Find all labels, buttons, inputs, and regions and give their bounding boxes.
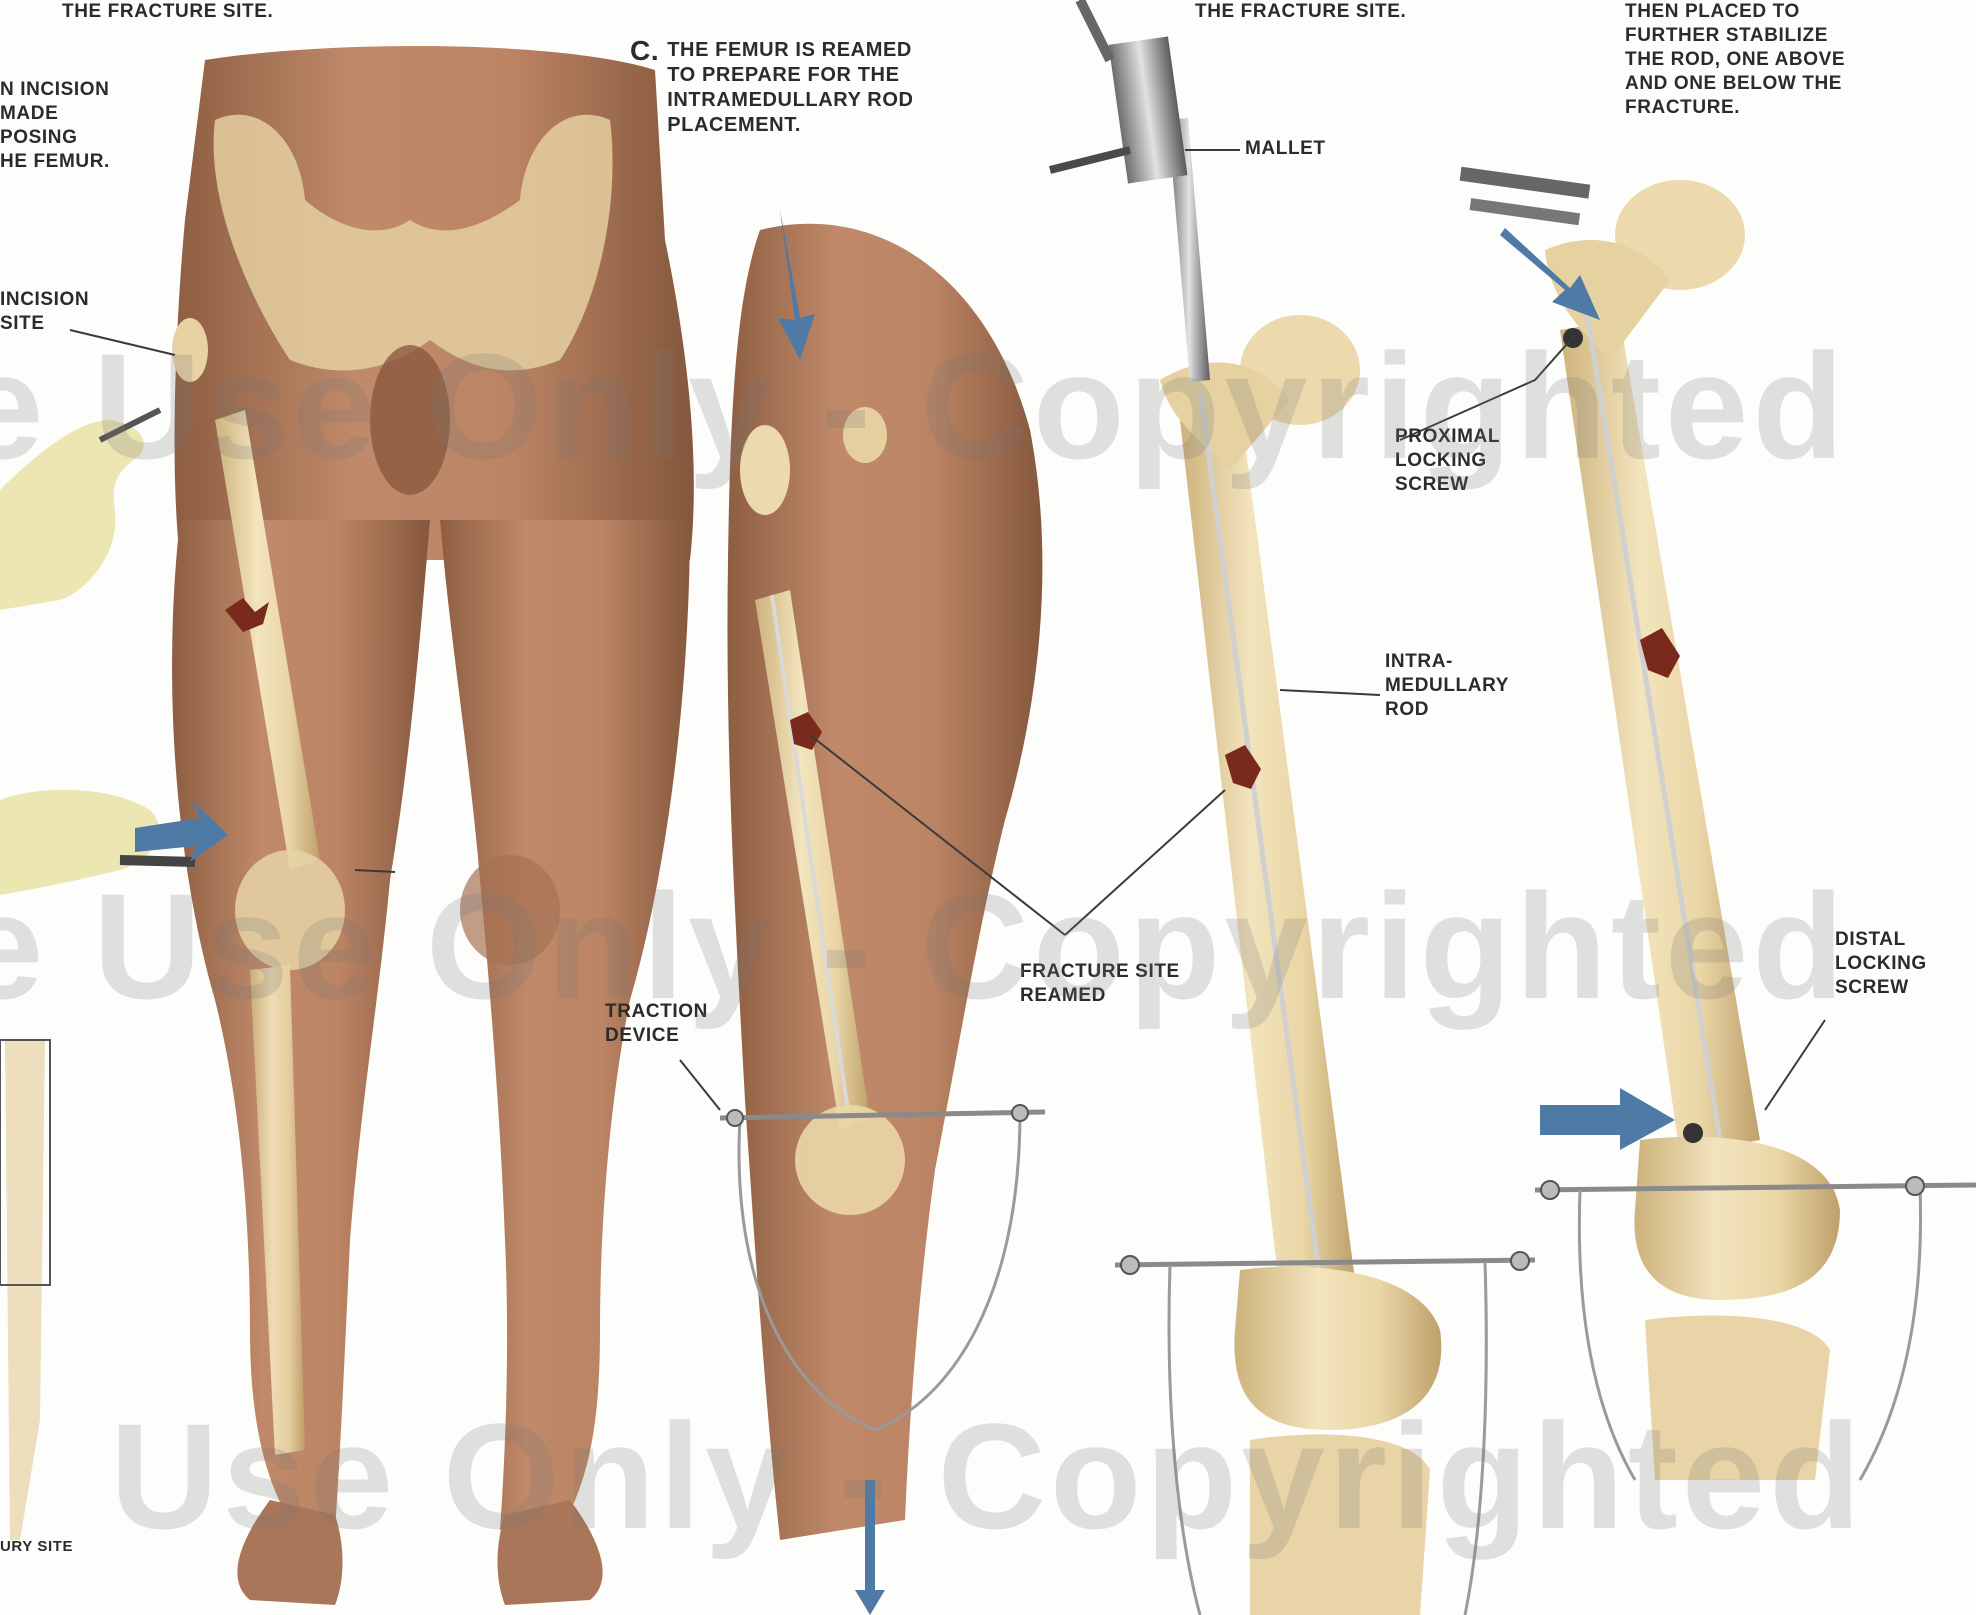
distal-screw-head [1683,1123,1703,1143]
thigh-hip-head [740,425,790,515]
proximal-screw-1 [1459,166,1591,199]
groin-shade [370,345,450,495]
arrow-e-proximal [1500,228,1600,320]
femur-d-tibia [1250,1434,1430,1615]
femur-d-condyles [1234,1266,1442,1430]
femur-d-rod [1197,389,1323,1281]
panel-d-femur [1049,0,1536,1615]
leader-incision-site [69,329,176,356]
step-c-letter: C. [630,35,660,66]
leader-knee-b [354,869,396,873]
leader-fracture-a [809,734,1066,936]
insertion-handle [1168,118,1210,382]
leader-proximal-screw [1399,334,1576,441]
femur-e-tibia [1645,1315,1830,1480]
femur-d-neck [1160,362,1290,470]
arrow-b [135,800,228,862]
femur-e-rod [1582,299,1723,1141]
partial-skeleton-left [5,1040,45,1540]
right-foot [497,1500,603,1605]
right-kneecap [460,855,560,965]
traction-clamp-d-left [1120,1255,1140,1275]
thigh-fracture [790,712,822,750]
step-a-caption: THE FRACTURE SITE. [62,1,274,22]
leader-intramedullary-rod [1279,689,1381,696]
thigh-skin [727,223,1043,1540]
traction-clamp-e-right [1905,1176,1925,1196]
label-bottom-left: URY SITE [0,1538,74,1555]
traction-wire [737,1111,1022,1432]
traction-wire-e-left [1577,1189,1637,1481]
step-c-text: THE FEMUR IS REAMED TO PREPARE FOR THE I… [667,39,914,136]
panel-e-femur [1459,166,1976,1481]
traction-clamp-e-left [1540,1180,1560,1200]
step-b-caption: N INCISION MADE POSING HE FEMUR. [0,79,110,172]
femur-d-shaft [1180,405,1355,1295]
leader-lines [69,149,1826,1111]
femur-d-fracture [1225,745,1261,789]
traction-bar-e [1534,1182,1976,1193]
thigh-incision-arrow [778,210,815,360]
tibia-in-body [250,965,305,1455]
thigh-rod [770,594,852,1126]
left-foot [237,1500,343,1605]
traction-wire-d-right [1463,1261,1488,1615]
instrument-lower [119,855,196,867]
thigh-knee [795,1105,905,1215]
traction-wire-e-right [1858,1185,1923,1481]
mallet-handle [1049,146,1131,174]
thigh-greater-troch [843,407,887,463]
pelvis-bone [213,114,613,371]
traction-bar-d [1114,1257,1536,1268]
incision-site-mark [172,318,208,382]
step-d-caption: THE FRACTURE SITE. [1195,1,1407,22]
step-c-caption: C.THE FEMUR IS REAMED TO PREPARE FOR THE… [630,35,914,138]
left-kneecap [235,850,345,970]
femur-e-neck [1545,240,1670,360]
traction-wire-d-left [1167,1264,1202,1615]
traction-clamp-d-right [1510,1251,1530,1271]
thigh-bottom-arrow [855,1480,885,1615]
traction-bar [719,1109,1046,1121]
label-intramedullary-rod: INTRA- MEDULLARY ROD [1385,651,1509,720]
femur-e-condyles [1634,1136,1840,1300]
label-fracture-reamed: FRACTURE SITE REAMED [1020,961,1180,1006]
step-e-caption: THEN PLACED TO FURTHER STABILIZE THE ROD… [1625,1,1846,118]
left-leg-skin [172,520,430,1530]
femur-e-shaft [1560,320,1760,1155]
label-incision-site: INCISION SITE [0,289,90,334]
panel-c-thigh [719,210,1046,1615]
label-traction-device: TRACTION DEVICE [605,1001,708,1046]
leader-traction [679,1059,721,1111]
femur-in-body [215,410,320,870]
leader-fracture-b [1064,789,1226,936]
label-distal-screw: DISTAL LOCKING SCREW [1835,929,1927,998]
mallet-shaft [1075,0,1115,63]
traction-clamp-left [726,1109,744,1127]
fracture-mark-body [225,598,269,632]
gloved-hand-upper [0,420,144,610]
traction-clamp-right [1011,1104,1029,1122]
leader-distal-screw [1764,1019,1826,1111]
label-mallet: MALLET [1245,138,1326,159]
panel-b-body [0,46,694,1605]
label-proximal-screw: PROXIMAL LOCKING SCREW [1395,426,1501,495]
scalpel [98,407,162,443]
gloved-hand-lower [0,789,159,895]
proximal-screw-2 [1469,198,1581,226]
arrow-e-distal [1540,1088,1675,1150]
right-leg-skin [440,520,690,1530]
femur-e-fracture [1640,628,1680,678]
mallet-head [1108,36,1188,184]
inset-frame [0,1039,51,1286]
